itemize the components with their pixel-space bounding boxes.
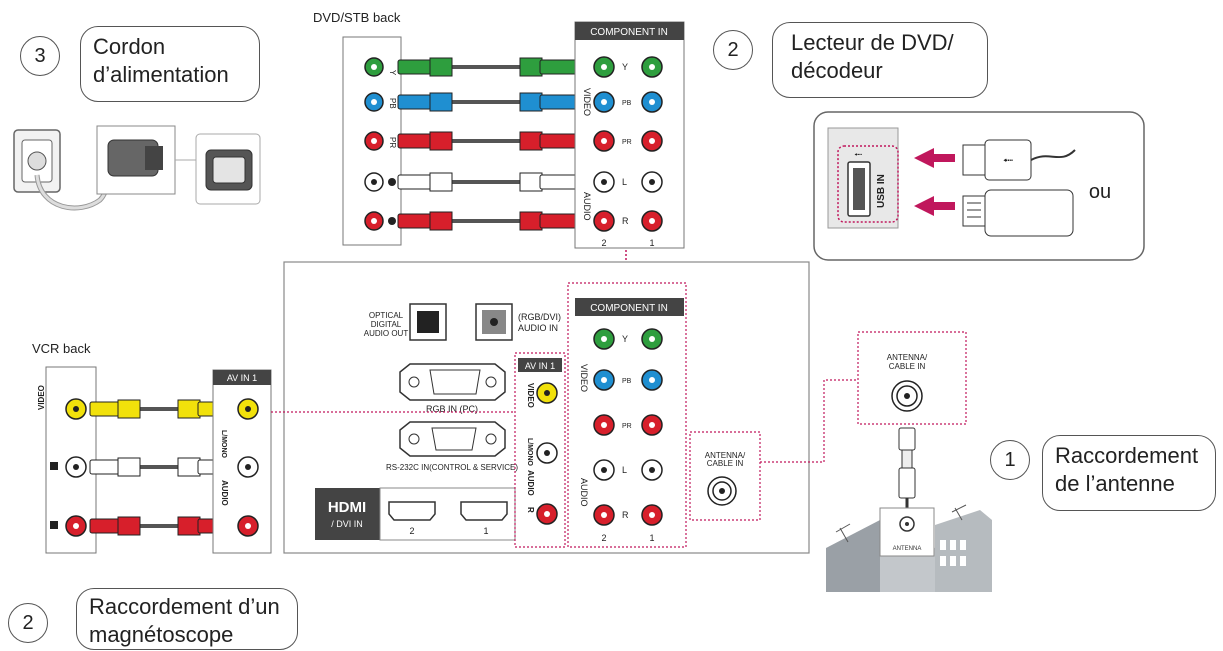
svg-text:ANTENNA/: ANTENNA/ — [887, 353, 928, 362]
vcr-back-panel: VIDEO — [37, 366, 97, 554]
usb-panel: USB IN ⭪ ⭪ ou — [813, 111, 1145, 261]
svg-text:L/MONO: L/MONO — [220, 430, 227, 459]
svg-text:PR: PR — [388, 137, 397, 148]
vcr-av-in-panel: AV IN 1 L/MONO AUDIO — [212, 369, 272, 554]
svg-text:1: 1 — [483, 526, 488, 536]
svg-text:ANTENNA/: ANTENNA/ — [705, 451, 746, 460]
svg-text:L: L — [622, 177, 627, 187]
svg-text:DIGITAL: DIGITAL — [371, 320, 402, 329]
hdmi-logo: HDMI — [328, 499, 366, 516]
svg-text:AUDIO: AUDIO — [582, 192, 592, 221]
svg-text:Y: Y — [622, 62, 628, 72]
svg-text:1: 1 — [649, 533, 654, 543]
svg-text:ANTENNA: ANTENNA — [893, 546, 922, 552]
svg-text:2: 2 — [601, 533, 606, 543]
step-number-antenna: 1 — [990, 440, 1030, 480]
svg-text:AUDIO IN: AUDIO IN — [518, 323, 558, 333]
svg-text:VIDEO: VIDEO — [579, 364, 589, 392]
power-cord-illustration — [13, 125, 261, 211]
svg-text:AUDIO: AUDIO — [220, 480, 229, 506]
svg-text:AUDIO: AUDIO — [526, 470, 535, 496]
svg-text:R: R — [622, 510, 629, 520]
svg-text:OPTICAL: OPTICAL — [369, 311, 404, 320]
top-component-in-panel: COMPONENT IN Y PB PR L R VIDEO AUDIO 2 1 — [574, 21, 685, 249]
svg-text:PB: PB — [622, 100, 632, 107]
svg-text:PB: PB — [388, 98, 397, 109]
antenna-illustration: ANTENNA/ CABLE IN ANTENNA — [826, 331, 992, 592]
vcr-av-cables — [89, 399, 235, 536]
svg-text:Y: Y — [622, 334, 628, 344]
svg-text:1: 1 — [649, 238, 654, 248]
svg-text:(RGB/DVI): (RGB/DVI) — [518, 312, 561, 322]
svg-text:PR: PR — [622, 423, 632, 430]
svg-text:/ DVI IN: / DVI IN — [331, 519, 363, 529]
svg-text:AUDIO OUT: AUDIO OUT — [364, 329, 409, 338]
svg-text:VIDEO: VIDEO — [37, 385, 46, 410]
svg-text:AV IN 1: AV IN 1 — [227, 373, 257, 383]
svg-text:AV IN 1: AV IN 1 — [525, 361, 555, 371]
svg-text:R: R — [526, 507, 535, 513]
caption-vcr: Raccordement d’un magnétoscope — [76, 588, 298, 650]
svg-text:Y: Y — [388, 70, 397, 76]
svg-text:PR: PR — [622, 139, 632, 146]
svg-text:VIDEO: VIDEO — [526, 383, 535, 408]
svg-text:2: 2 — [409, 526, 414, 536]
svg-text:2: 2 — [601, 238, 606, 248]
tv-rear-panel: OPTICAL DIGITAL AUDIO OUT (RGB/DVI) AUDI… — [283, 261, 810, 554]
svg-text:L/MONO: L/MONO — [526, 438, 533, 467]
caption-antenna: Raccordement de l’antenne — [1042, 435, 1216, 511]
svg-text:⭪: ⭪ — [854, 149, 862, 161]
dvd-stb-back-label: DVD/STB back — [313, 10, 401, 25]
component-in-header-top: COMPONENT IN — [590, 27, 668, 38]
vcr-back-label: VCR back — [32, 341, 91, 356]
svg-text:L: L — [622, 465, 627, 475]
rgb-in-pc-label: RGB IN (PC) — [426, 404, 478, 414]
ou-label: ou — [1089, 181, 1111, 203]
svg-text:CABLE IN: CABLE IN — [889, 362, 926, 371]
caption-power-cord: Cordon d’alimentation — [80, 26, 260, 102]
step-number-power: 3 — [20, 36, 60, 76]
component-in-header-tv: COMPONENT IN — [590, 303, 668, 314]
svg-text:AUDIO: AUDIO — [579, 478, 589, 507]
dvd-stb-back-panel: Y PB PR — [342, 36, 402, 246]
svg-text:R: R — [622, 216, 629, 226]
svg-text:VIDEO: VIDEO — [582, 88, 592, 116]
svg-text:PB: PB — [622, 378, 632, 385]
component-cables — [397, 57, 588, 231]
step-number-vcr: 2 — [8, 603, 48, 643]
svg-text:CABLE IN: CABLE IN — [707, 459, 744, 468]
caption-dvd-decoder: Lecteur de DVD/ décodeur — [772, 22, 988, 98]
step-number-dvd: 2 — [713, 30, 753, 70]
usb-in-label: USB IN — [876, 174, 887, 208]
rs232c-label: RS-232C IN(CONTROL & SERVICE) — [386, 463, 518, 472]
svg-text:⭪: ⭪ — [1003, 152, 1014, 168]
